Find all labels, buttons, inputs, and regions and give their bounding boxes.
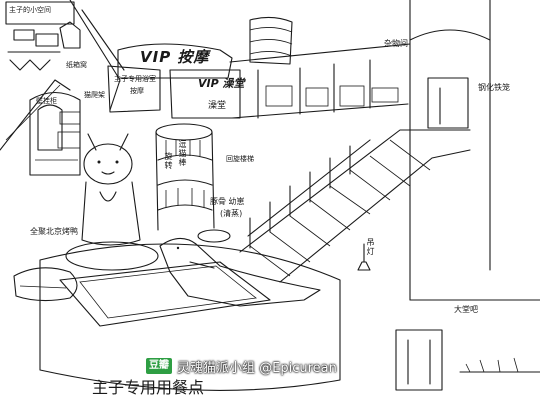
label-food-bowl: 豚骨 幼崽 (210, 197, 245, 206)
label-spiral-side: 旋转 (164, 152, 173, 170)
watermark-text: 灵魂猫派小组 @Epicurean (177, 360, 337, 376)
label-beijing-duck: 全聚北京烤鸭 (30, 227, 78, 236)
top-left-room (5, 1, 81, 71)
label-vip-bath-2: 澡堂 (208, 101, 227, 111)
spiral-tower (155, 123, 215, 231)
label-toy-box: 逗猫棒 (178, 140, 187, 167)
ramp-structure (0, 0, 125, 151)
hanging-lamp (357, 243, 371, 271)
label-vip-bath: VIP 澡堂 (198, 77, 245, 90)
label-lamp: 吊灯 (366, 238, 375, 256)
right-building (409, 0, 540, 301)
arch-room (29, 91, 81, 176)
bottom-right-scene (395, 329, 540, 391)
round-platform (39, 243, 341, 391)
sleeping-cat (13, 267, 78, 302)
label-right-top: 杂物间 (384, 39, 408, 48)
label-top-left-room: 主子的小空间 (9, 6, 51, 14)
label-vip-sign-left: 主子专用浴室 (114, 75, 156, 83)
label-vip-sign: VIP 按摩 (140, 48, 210, 66)
label-box-bed: 纸箱窝 (66, 61, 87, 69)
dog-drawing (159, 229, 321, 307)
label-food-bowl-sub: (清蒸) (220, 209, 243, 218)
cat-cushion (59, 241, 271, 327)
label-vip-sign-left-2: 按摩 (130, 87, 144, 95)
label-bottom-caption: 主子专用用餐点 (92, 378, 205, 397)
watermark-badge: 豆瓣 (146, 358, 172, 374)
label-bar: 大堂吧 (454, 305, 478, 314)
watermark: 豆瓣 灵魂猫派小组 @Epicurean (146, 358, 337, 376)
label-wall-cabinet: 壁挂柜 (36, 97, 57, 105)
label-spiral-stairs: 回旋楼梯 (226, 155, 254, 163)
label-wall-shelf: 猫爬架 (84, 91, 105, 99)
staircase (239, 129, 471, 283)
coil-tube (249, 16, 293, 65)
cat-drawing (81, 133, 141, 246)
label-steel-cage: 钢化铁笼 (478, 83, 510, 92)
upper-floor (229, 43, 411, 119)
